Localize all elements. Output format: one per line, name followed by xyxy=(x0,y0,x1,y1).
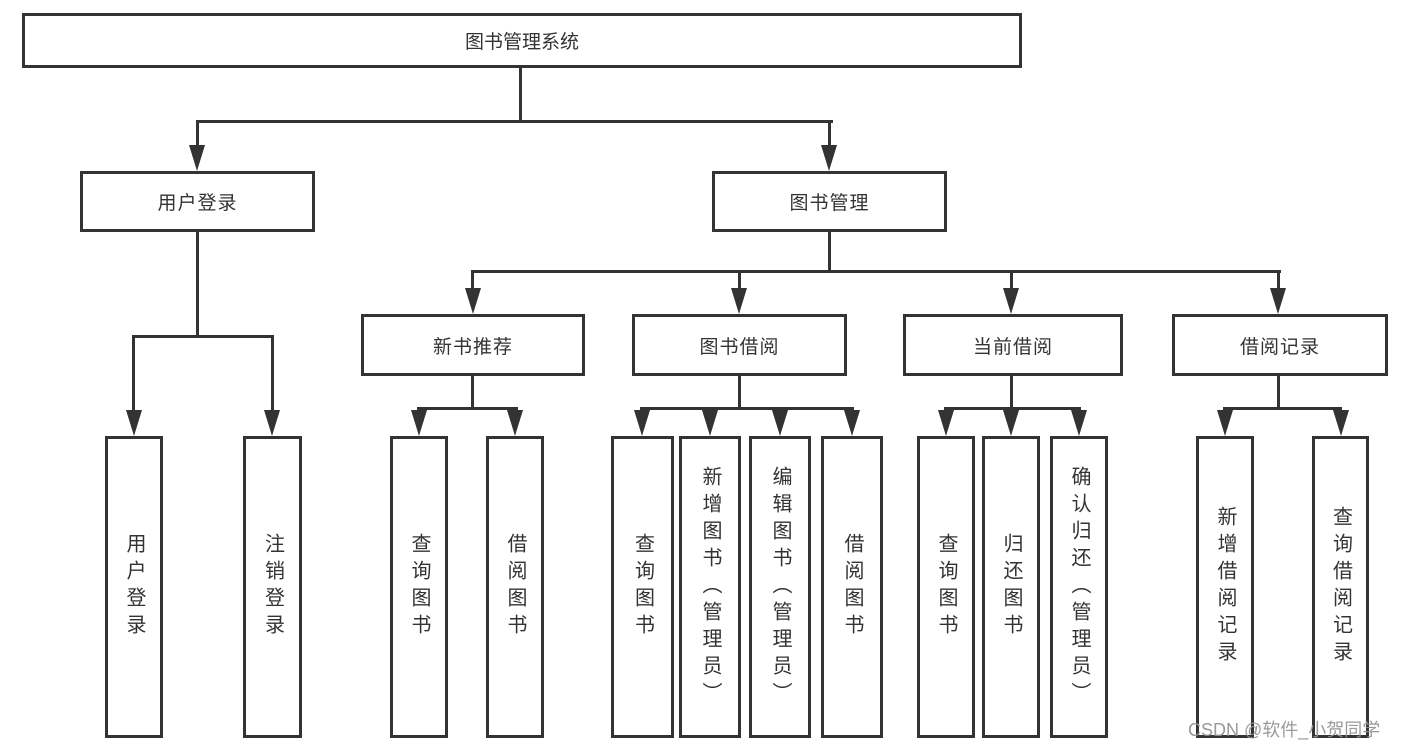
arrowhead-down-icon xyxy=(1003,288,1019,314)
connector-line xyxy=(196,120,833,123)
connector-line xyxy=(519,68,522,123)
node-label: 查询图书 xyxy=(631,533,654,641)
node-label: 新书推荐 xyxy=(432,336,513,358)
arrowhead-down-icon xyxy=(1071,410,1087,436)
arrowhead-down-icon xyxy=(189,145,205,171)
connector-line xyxy=(132,335,135,413)
connector-line xyxy=(1010,376,1013,410)
arrowhead-down-icon xyxy=(844,410,860,436)
node-library-management-system: 图书管理系统 xyxy=(22,13,1022,68)
node-label: 图书管理 xyxy=(789,193,870,214)
node-new-book-recommendation: 新书推荐 xyxy=(361,314,585,376)
arrowhead-down-icon xyxy=(634,410,650,436)
arrowhead-down-icon xyxy=(1270,288,1286,314)
node-label: 用户登录 xyxy=(157,193,238,214)
arrowhead-down-icon xyxy=(821,145,837,171)
leaf-return-books: 归还图书 xyxy=(982,436,1040,738)
leaf-user-login: 用户登录 xyxy=(105,436,163,738)
arrowhead-down-icon xyxy=(1217,410,1233,436)
arrowhead-down-icon xyxy=(507,410,523,436)
node-label: 编辑图书（管理员） xyxy=(769,465,791,709)
node-label: 借阅图书 xyxy=(504,533,526,641)
leaf-query-borrow-record: 查询借阅记录 xyxy=(1312,436,1369,738)
connector-line xyxy=(738,376,741,410)
connector-line xyxy=(1277,270,1280,292)
node-current-borrowing: 当前借阅 xyxy=(903,314,1123,376)
node-label: 借阅记录 xyxy=(1239,336,1320,358)
connector-line xyxy=(132,335,274,338)
connector-line xyxy=(471,270,474,292)
arrowhead-down-icon xyxy=(126,410,142,436)
connector-line xyxy=(1010,270,1013,292)
node-label: 图书管理系统 xyxy=(464,32,579,53)
node-label: 新增借阅记录 xyxy=(1214,506,1236,668)
node-user-login: 用户登录 xyxy=(80,171,315,232)
connector-line xyxy=(828,120,831,148)
node-label: 当前借阅 xyxy=(972,336,1053,358)
connector-line xyxy=(1223,407,1342,410)
arrowhead-down-icon xyxy=(772,410,788,436)
connector-line xyxy=(828,232,831,273)
arrowhead-down-icon xyxy=(731,288,747,314)
node-label: 用户登录 xyxy=(123,533,145,641)
connector-line xyxy=(471,376,474,410)
leaf-query-books-recommend: 查询图书 xyxy=(390,436,448,738)
arrowhead-down-icon xyxy=(465,288,481,314)
leaf-edit-books-admin: 编辑图书（管理员） xyxy=(749,436,811,738)
node-label: 注销登录 xyxy=(261,533,284,641)
node-label: 查询图书 xyxy=(935,533,957,641)
node-label: 新增图书（管理员） xyxy=(699,465,721,709)
arrowhead-down-icon xyxy=(1003,410,1019,436)
arrowhead-down-icon xyxy=(264,410,280,436)
connector-line xyxy=(471,270,1281,273)
connector-line xyxy=(1277,376,1280,410)
arrowhead-down-icon xyxy=(1333,410,1349,436)
connector-line xyxy=(196,232,199,338)
connector-line xyxy=(196,120,199,148)
leaf-borrow-books-recommend: 借阅图书 xyxy=(486,436,544,738)
arrowhead-down-icon xyxy=(938,410,954,436)
leaf-add-borrow-record: 新增借阅记录 xyxy=(1196,436,1254,738)
node-label: 确认归还（管理员） xyxy=(1068,465,1090,709)
arrowhead-down-icon xyxy=(411,410,427,436)
node-book-management: 图书管理 xyxy=(712,171,947,232)
node-borrowing-records: 借阅记录 xyxy=(1172,314,1388,376)
csdn-watermark: CSDN @软件_小贺同学 xyxy=(1188,720,1381,740)
arrowhead-down-icon xyxy=(702,410,718,436)
node-label: 借阅图书 xyxy=(841,533,863,641)
connector-line xyxy=(417,407,518,410)
node-book-borrowing: 图书借阅 xyxy=(632,314,847,376)
leaf-add-books-admin: 新增图书（管理员） xyxy=(679,436,741,738)
leaf-confirm-return-admin: 确认归还（管理员） xyxy=(1050,436,1108,738)
leaf-query-books-borrowing: 查询图书 xyxy=(611,436,674,738)
node-label: 查询图书 xyxy=(408,533,430,641)
connector-line xyxy=(738,270,741,292)
node-label: 查询借阅记录 xyxy=(1329,506,1352,668)
leaf-borrow-books: 借阅图书 xyxy=(821,436,883,738)
connector-line xyxy=(640,407,854,410)
connector-line xyxy=(944,407,1081,410)
node-label: 归还图书 xyxy=(1000,533,1022,641)
connector-line xyxy=(271,335,274,413)
node-label: 图书借阅 xyxy=(699,336,780,358)
leaf-logout: 注销登录 xyxy=(243,436,302,738)
leaf-query-books-current: 查询图书 xyxy=(917,436,975,738)
